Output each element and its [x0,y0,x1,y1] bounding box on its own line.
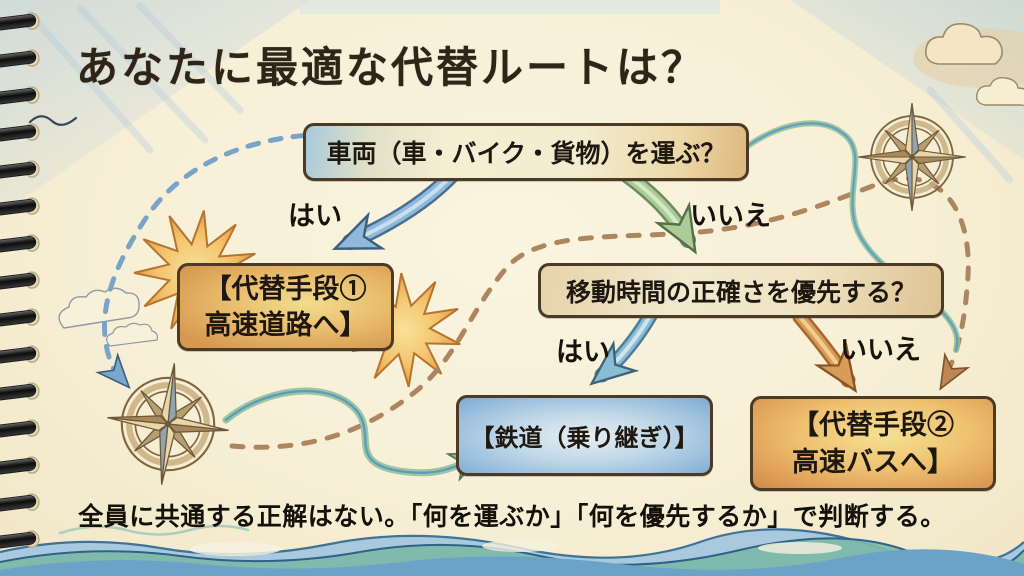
compass-rose-icon-right [858,103,966,211]
question-node-time-accuracy: 移動時間の正確さを優先する？ [538,263,944,318]
result-node-highway-line2: 高速道路へ】 [204,310,367,340]
branch-label-no-1: いいえ [690,201,771,231]
wavy-arrow-to-rail [222,387,491,481]
page-title: あなたに最適な代替ルートは？ [76,46,707,92]
result-node-highway-line1: 【代替手段① [204,273,367,304]
footer-caption: 全員に共通する正解はない。「何を運ぶか」「何を優先するか」で判断する。 [78,503,946,531]
sky-shading [0,0,1024,215]
cloud-icon [58,22,1024,347]
arrow-no-to-question2 [620,168,713,263]
question-node-vehicle: 車両（車・バイク・貨物）を運ぶ？ [303,123,749,181]
branch-label-yes-2: はい [556,337,610,367]
arrow-yes-to-highway [326,164,463,267]
ocean-waves-illustration [0,524,1024,576]
arrow-yes-to-rail [579,308,658,399]
arrow-no-to-bus [792,309,872,402]
spiral-binding [0,11,41,553]
question-node-time-accuracy-label: 移動時間の正確さを優先する？ [565,278,916,307]
result-node-highway: 【代替手段① 高速道路へ】 [177,263,394,351]
result-node-bus-line1: 【代替手段② [792,410,954,441]
question-node-vehicle-label: 車両（車・バイク・貨物）を運ぶ？ [326,140,726,168]
result-node-rail: 【鉄道（乗り継ぎ）】 [456,395,713,476]
branch-label-no-2: いいえ [840,335,921,365]
result-node-bus-line2: 高速バスへ】 [792,446,954,477]
result-node-bus: 【代替手段② 高速バスへ】 [750,396,996,491]
dashed-route-brown [229,176,971,450]
bird-icon [28,115,78,126]
branch-label-yes-1: はい [288,201,342,231]
result-node-rail-label: 【鉄道（乗り継ぎ）】 [470,425,699,452]
